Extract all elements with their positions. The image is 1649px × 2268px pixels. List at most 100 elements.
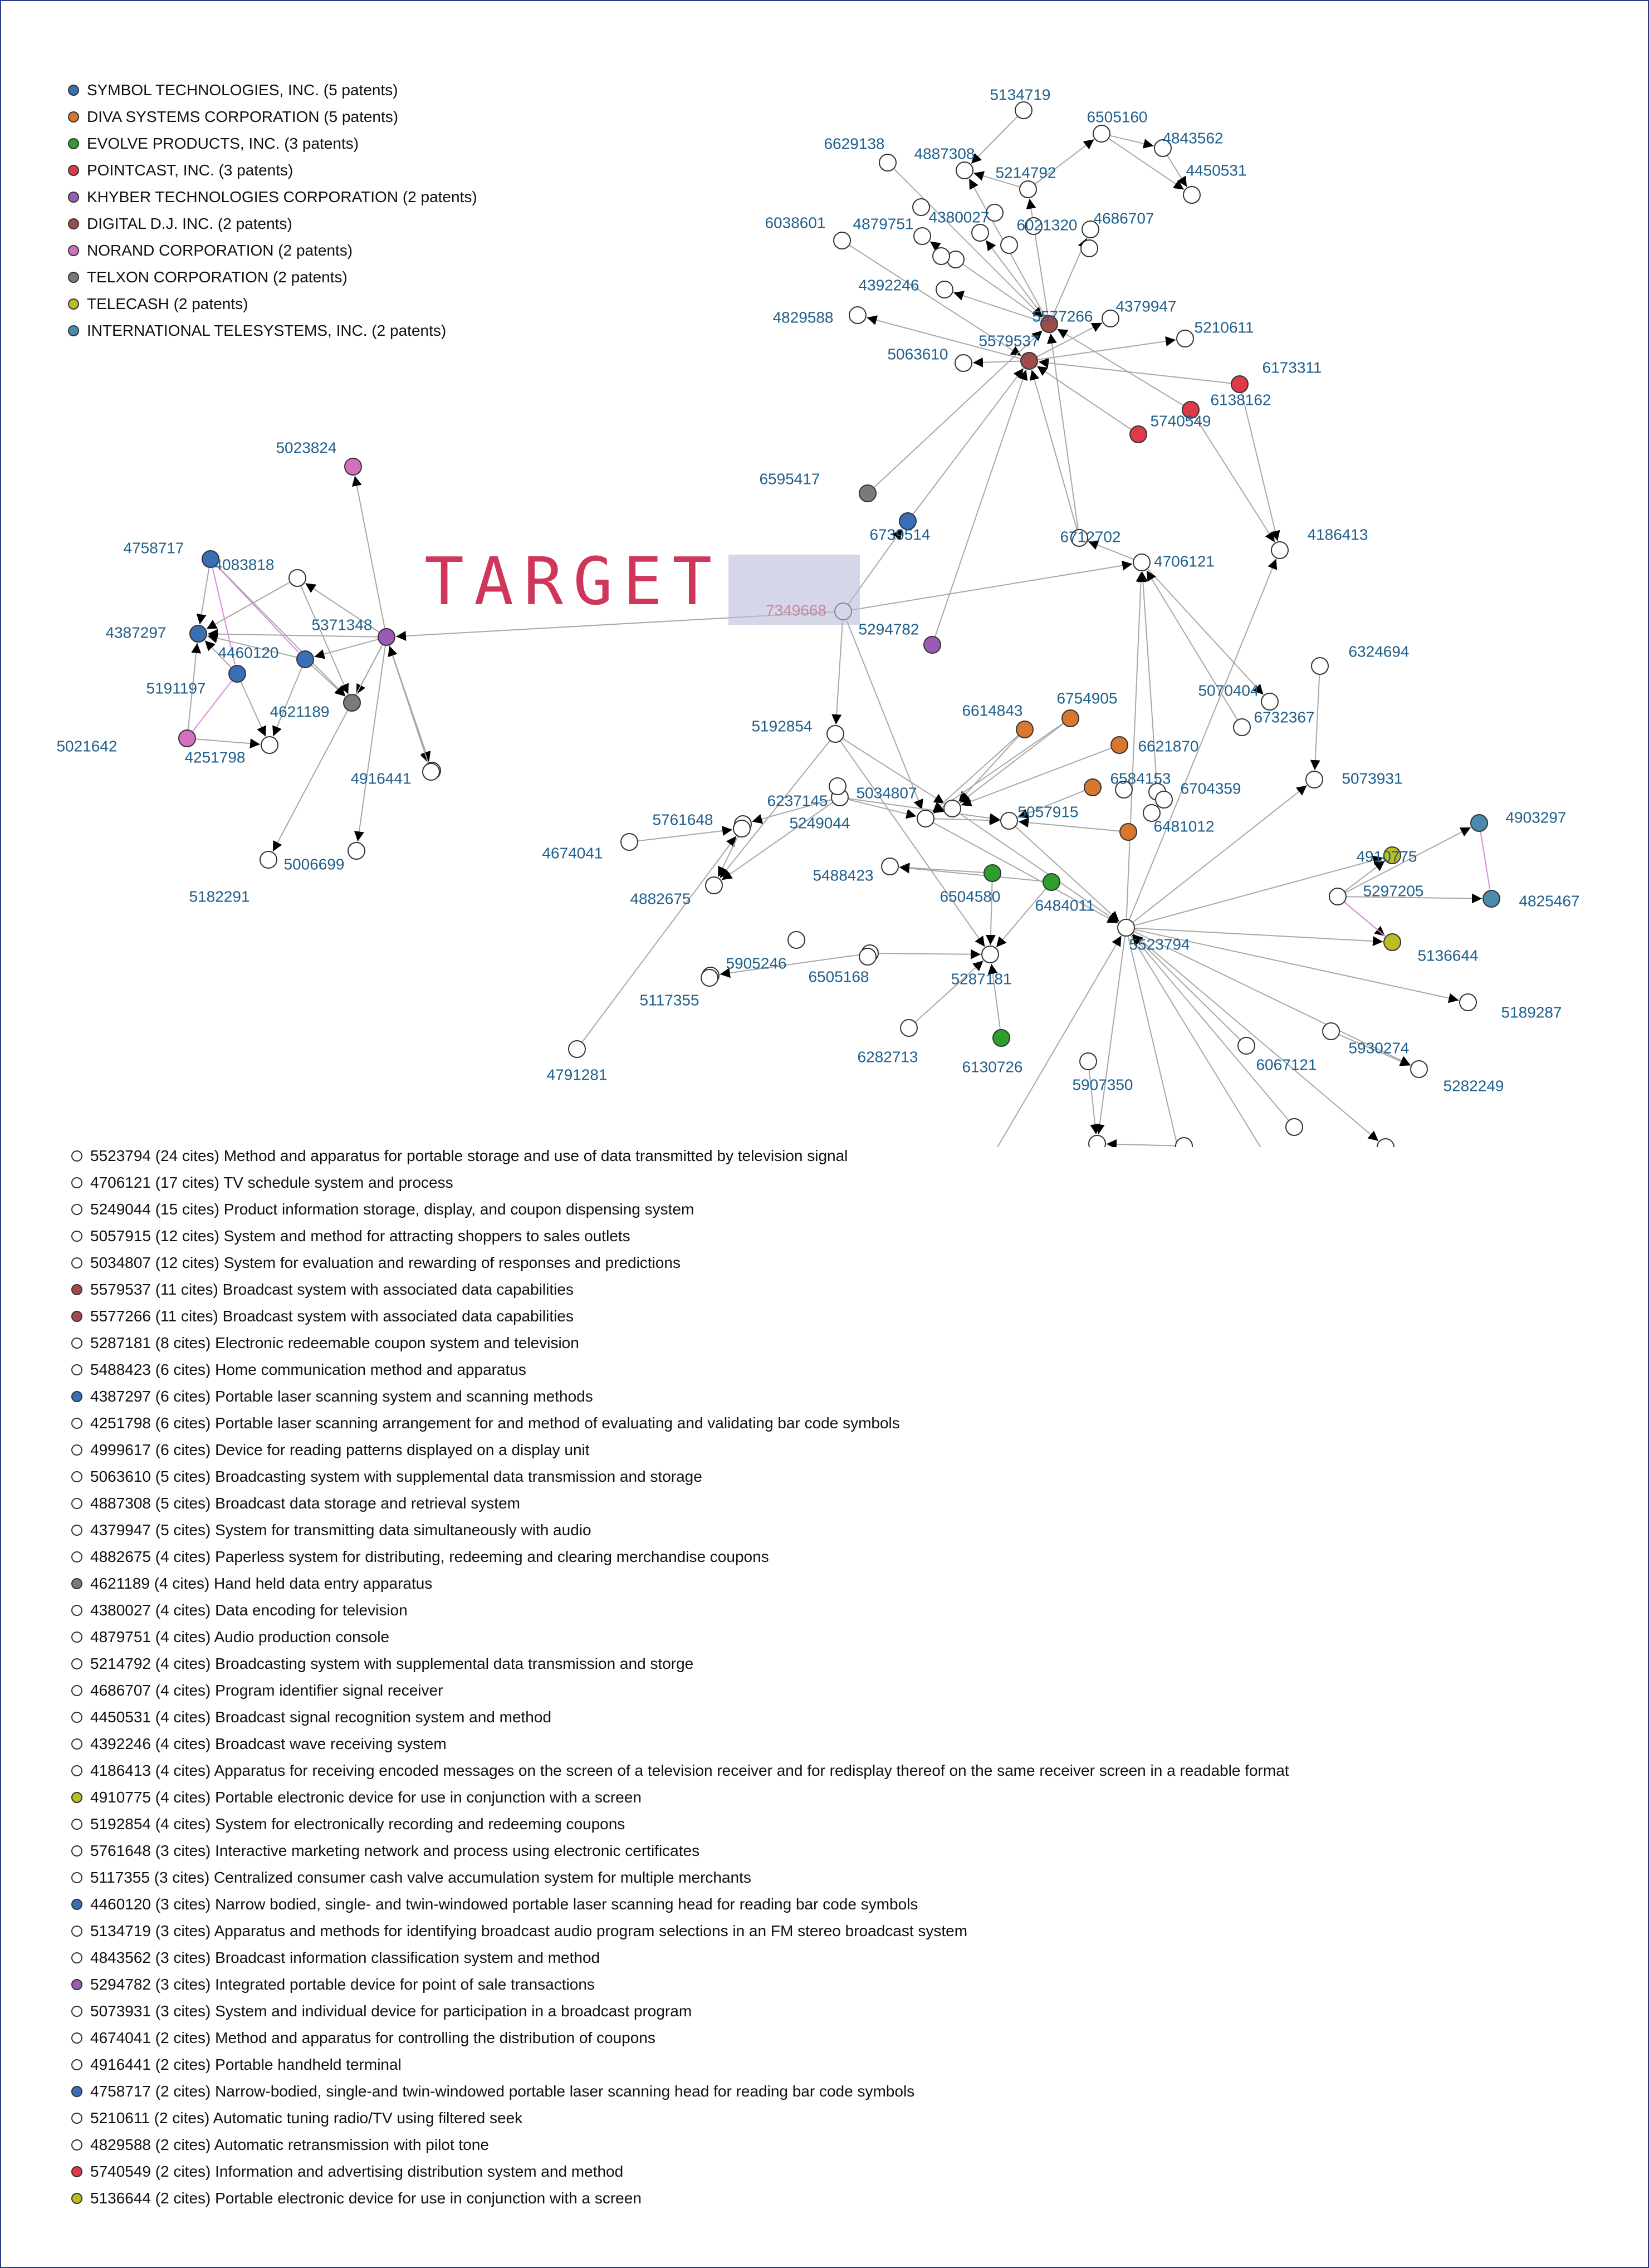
citation-edge xyxy=(1029,370,1078,530)
legend-swatch-icon xyxy=(68,218,79,229)
legend-label: TELECASH (2 patents) xyxy=(87,295,248,312)
patent-node-label: 4887308 xyxy=(914,145,975,162)
patent-node-4910775 xyxy=(1383,846,1401,864)
citation-edge xyxy=(1480,831,1491,890)
citation-edge xyxy=(305,582,380,633)
patent-circle-icon xyxy=(71,2032,82,2044)
legend-swatch-icon xyxy=(68,85,79,96)
patent-node-label: 5488423 xyxy=(813,866,873,884)
citation-edge xyxy=(1036,365,1132,430)
patent-circle-icon xyxy=(71,1311,82,1322)
citation-edge xyxy=(216,565,300,653)
patent-circle-icon xyxy=(71,1872,82,1883)
patent-node-label: 4460120 xyxy=(218,644,278,661)
citation-edge xyxy=(1036,322,1103,357)
citation-edge xyxy=(878,949,981,959)
patent-node-label: 5371348 xyxy=(311,616,372,633)
citation-edge xyxy=(932,734,1019,813)
patent-node-label: 5287181 xyxy=(951,970,1011,987)
patent-circle-icon xyxy=(71,1578,82,1589)
citation-edge xyxy=(987,963,1001,1030)
patent-node-label: 4843562 xyxy=(1162,129,1223,146)
legend-swatch-icon xyxy=(68,325,79,336)
citation-edge xyxy=(961,747,1112,806)
patent-node-label: 6067121 xyxy=(1256,1056,1317,1073)
cited-patent-item: 4674041 (2 cites) Method and apparatus f… xyxy=(71,2025,1289,2051)
patent-node-label: 5070404 xyxy=(1198,682,1259,699)
cited-patent-text: 4910775 (4 cites) Portable electronic de… xyxy=(90,1789,642,1806)
citation-edge xyxy=(985,881,996,946)
patent-node-5073931 xyxy=(1305,771,1323,788)
patent-node-5210611 xyxy=(1176,330,1194,347)
patent-node-u_f xyxy=(1143,804,1161,822)
citation-edge xyxy=(1345,893,1482,904)
patent-circle-icon xyxy=(71,1364,82,1375)
citation-edge xyxy=(867,315,1021,360)
cited-patent-item: 4387297 (6 cites) Portable laser scannin… xyxy=(71,1383,1289,1410)
legend-item: KHYBER TECHNOLOGIES CORPORATION (2 paten… xyxy=(68,184,477,210)
citation-edge xyxy=(1138,571,1157,784)
patent-circle-icon xyxy=(71,1391,82,1402)
patent-node-4887308 xyxy=(956,161,973,179)
patent-node-5034807 xyxy=(943,800,961,817)
citation-edge xyxy=(354,645,386,842)
legend-item: TELECASH (2 patents) xyxy=(68,291,477,317)
patent-node-label: 5023824 xyxy=(276,439,336,456)
patent-node-label: 4450531 xyxy=(1186,161,1246,179)
patent-node-5287181 xyxy=(981,946,999,963)
citation-edge xyxy=(1133,930,1411,1066)
citation-edge xyxy=(972,357,1021,368)
citation-edge xyxy=(1126,571,1146,920)
legend-item: DIVA SYSTEMS CORPORATION (5 patents) xyxy=(68,104,477,130)
patent-node-label: 6038601 xyxy=(765,214,825,231)
patent-node-6732367 xyxy=(1233,718,1251,736)
legend-item: DIGITAL D.J. INC. (2 patents) xyxy=(68,210,477,237)
legend-label: NORAND CORPORATION (2 patents) xyxy=(87,242,353,259)
patent-node-5297205 xyxy=(1329,888,1347,905)
patent-node-4405829 xyxy=(1377,1138,1394,1147)
patent-node-label: 4916441 xyxy=(350,770,411,787)
legend-item: POINTCAST, INC. (3 patents) xyxy=(68,157,477,184)
patent-node-label: 5034807 xyxy=(856,784,917,801)
patent-node-4380027 xyxy=(971,224,989,242)
citation-edge xyxy=(933,815,1000,826)
cited-patent-text: 4674041 (2 cites) Method and apparatus f… xyxy=(90,2029,655,2046)
cited-patent-item: 4887308 (5 cites) Broadcast data storage… xyxy=(71,1490,1289,1517)
patent-node-label: 4387297 xyxy=(105,624,166,641)
cited-patent-text: 4843562 (3 cites) Broadcast information … xyxy=(90,1949,600,1966)
citation-edge xyxy=(934,369,1028,638)
citation-edge xyxy=(206,581,291,630)
patent-node-4251798 xyxy=(261,736,278,754)
patent-node-5294782 xyxy=(923,636,941,654)
citation-edge xyxy=(192,680,232,732)
patent-node-label: 6282713 xyxy=(857,1048,918,1065)
patent-node-4879751 xyxy=(913,227,931,245)
cited-patent-item: 4251798 (6 cites) Portable laser scannin… xyxy=(71,1410,1289,1437)
patent-node-6038601 xyxy=(833,232,851,249)
patent-node-6621870 xyxy=(1110,736,1128,754)
patent-node-4706121 xyxy=(1133,553,1151,571)
patent-circle-icon xyxy=(71,1738,82,1750)
patent-node-6173311 xyxy=(1231,375,1249,393)
citation-edge xyxy=(1167,155,1187,188)
patent-circle-icon xyxy=(71,1551,82,1562)
patent-node-6614843 xyxy=(1016,721,1034,738)
citation-edge xyxy=(240,681,266,737)
cited-patent-text: 5073931 (3 cites) System and individual … xyxy=(90,2002,692,2020)
patent-node-label: 5136644 xyxy=(1417,947,1478,964)
patent-node-label: 4882675 xyxy=(630,890,691,907)
cited-patent-text: 4621189 (4 cites) Hand held data entry a… xyxy=(90,1575,433,1592)
patent-node-5189287 xyxy=(1459,993,1477,1011)
patent-node-5282249 xyxy=(1410,1060,1428,1078)
citation-edge xyxy=(996,935,1122,1147)
citation-edge xyxy=(1132,785,1308,923)
patent-node-5740549 xyxy=(1129,425,1147,443)
patent-node-label: 6614843 xyxy=(962,702,1022,719)
patent-circle-icon xyxy=(71,1204,82,1215)
patent-node-5523794 xyxy=(1117,919,1135,937)
cited-patent-item: 4186413 (4 cites) Apparatus for receivin… xyxy=(71,1757,1289,1784)
citation-edge xyxy=(1037,336,1176,360)
patent-node-4621189 xyxy=(343,694,361,712)
cited-patent-text: 4186413 (4 cites) Apparatus for receivin… xyxy=(90,1762,1289,1779)
patent-node-4825467 xyxy=(1482,890,1500,908)
